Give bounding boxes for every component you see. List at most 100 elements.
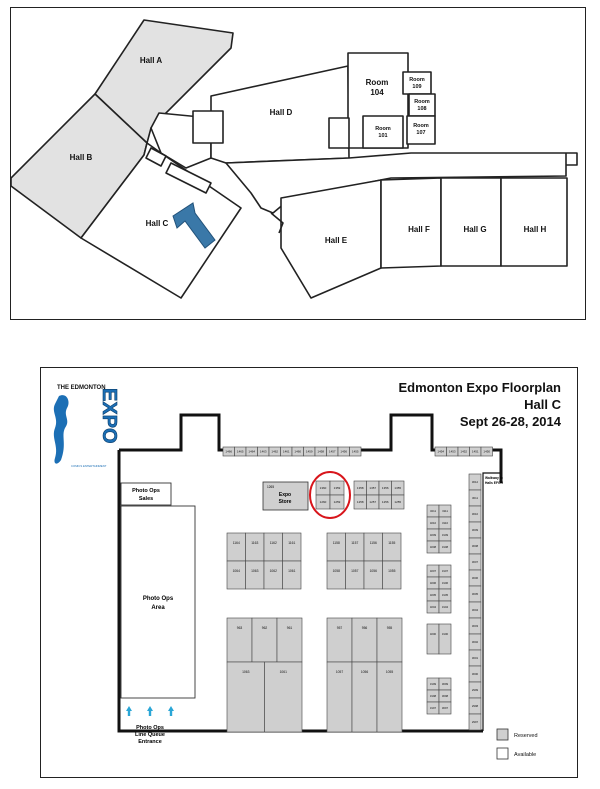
booth-number: 1155 [388, 541, 395, 545]
booth-number: 956 [362, 626, 368, 630]
booth [349, 446, 362, 457]
photo-ops-area-label-b: Area [151, 605, 165, 611]
booth-number: 1063 [242, 670, 250, 674]
booth [226, 532, 246, 562]
walkway-label-a: Walkway to [485, 476, 503, 480]
site-overview-map: Hall A Hall B Hall C Hall D Hall E Hall … [10, 7, 586, 320]
hall-a-label: Hall A [140, 56, 163, 65]
edmonton-expo-logo: THE EDMONTON EXPO COMICS ENTERTAINMENT [53, 385, 120, 468]
booth [326, 617, 353, 663]
up-arrow-icon [126, 706, 132, 716]
booth-number: 1460 [294, 450, 301, 454]
booth-number: 1064 [233, 569, 241, 573]
logo-top-text: THE EDMONTON [57, 385, 106, 391]
booth-number: 1257 [369, 500, 376, 504]
room-108-label-b: 108 [417, 106, 426, 112]
booth-number: 961 [287, 626, 293, 630]
location-arrow [172, 202, 216, 249]
booth [426, 623, 440, 655]
booth [263, 560, 283, 590]
legend-available-label: Available [514, 752, 536, 758]
booth-number: 1454 [437, 450, 444, 454]
booth-number: 1465 [237, 450, 244, 454]
booth-number: 1057 [336, 670, 344, 674]
booth-number: 1461 [283, 450, 290, 454]
room-107-label-b: 107 [416, 130, 425, 136]
booth-number: 3211 [430, 509, 436, 513]
booth-number: 3009 [472, 528, 479, 532]
booth-number: 3099 [442, 682, 449, 686]
booth-number: 1462 [271, 450, 278, 454]
room-109-label-b: 109 [412, 84, 421, 90]
booth-number: 3208 [430, 545, 437, 549]
booth-number: 3010 [472, 512, 479, 516]
booth-number: 1259 [334, 500, 341, 504]
booth-number: 3207 [430, 569, 437, 573]
logo-small-text: COMICS ENTERTAINMENT [71, 464, 107, 468]
room-109-shape [402, 71, 432, 95]
booth [382, 560, 402, 590]
room-108-shape [408, 93, 436, 117]
booth-number: 3097 [442, 706, 449, 710]
booth-number: 3110 [442, 521, 448, 525]
hall-c-floorplan: THE EDMONTON EXPO COMICS ENTERTAINMENT R… [40, 367, 578, 778]
room-107-shape [406, 115, 436, 145]
legend-reserved-swatch [496, 728, 509, 741]
booth-number: 1158 [333, 541, 340, 545]
booth [391, 494, 405, 510]
booth-number: 3001 [472, 656, 479, 660]
booth-number: 962 [262, 626, 268, 630]
logo-word: EXPO [98, 388, 120, 444]
booth-number: 1452 [460, 450, 467, 454]
hall-b-label: Hall B [70, 153, 93, 162]
booth [438, 540, 452, 554]
room-104-label-b: 104 [370, 88, 384, 97]
floorplan-dates: Sept 26-28, 2014 [459, 414, 561, 429]
booth-number: 3199 [430, 682, 437, 686]
booth [226, 617, 253, 663]
hall-d-label: Hall D [270, 108, 293, 117]
booth-number: 1161 [288, 541, 295, 545]
hall-d-annex [192, 110, 224, 144]
booth [245, 560, 265, 590]
booth-number: 1356 [382, 486, 389, 490]
booth-number: 1061 [280, 670, 288, 674]
booth-number: 3003 [472, 624, 479, 628]
booth [326, 661, 353, 733]
logo-figure-icon [53, 395, 69, 464]
photo-ops-sales-label-a: Photo Ops [132, 488, 160, 494]
hall-e-shape [280, 179, 382, 299]
booth-number: 1055 [388, 569, 396, 573]
booth [376, 617, 403, 663]
photo-ops-sales-box [120, 482, 172, 506]
booth [468, 713, 482, 731]
booth-number: 1456 [340, 450, 347, 454]
booth [329, 494, 345, 510]
hall-h-label: Hall H [524, 225, 547, 234]
booth-number: 1164 [233, 541, 240, 545]
booth-number: 3205 [430, 593, 437, 597]
booth-number: 1255 [394, 500, 401, 504]
booth-number: 3012 [472, 480, 479, 484]
booth-number: 1464 [248, 450, 255, 454]
queue-arrows [126, 706, 174, 716]
booth [345, 560, 365, 590]
site-overview-svg: Hall A Hall B Hall C Hall D Hall E Hall … [11, 19, 578, 299]
booth-number: 1056 [370, 569, 378, 573]
booth-number: 3002 [472, 640, 479, 644]
booth-number: 3100 [442, 632, 449, 636]
hall-c-label: Hall C [146, 219, 169, 228]
booth-number: 3005 [472, 592, 479, 596]
booth-number: 2999 [472, 688, 479, 692]
booth-number: 1156 [370, 541, 377, 545]
expo-store-box [262, 481, 309, 511]
booth-number: 963 [237, 626, 243, 630]
booth-number: 1455 [352, 450, 359, 454]
booth-number: 3204 [430, 605, 437, 609]
room-101-label-a: Room [375, 126, 391, 132]
booth-number: 3209 [430, 533, 437, 537]
booth [226, 661, 265, 733]
booth [326, 560, 346, 590]
booth-number: 1457 [329, 450, 336, 454]
